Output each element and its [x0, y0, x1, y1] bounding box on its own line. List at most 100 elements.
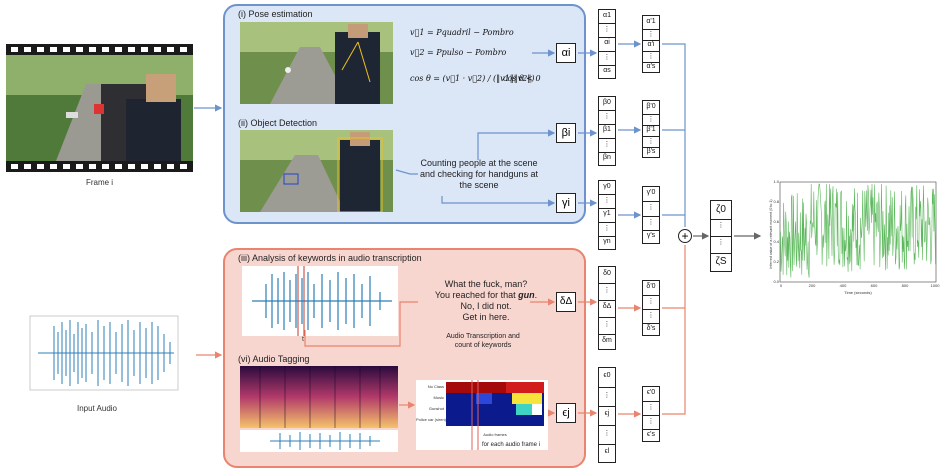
transcript-line-2-text: You reached for that: [434, 290, 516, 300]
gamma-cell-4: γn: [603, 238, 611, 245]
eps-p-cell-2: ⋮: [647, 418, 655, 425]
transcript-line-3: No, I did not.: [460, 301, 512, 311]
transcription-waveform-graphic: [252, 266, 392, 336]
output-ytick-5: 1.0: [773, 179, 779, 184]
alpha-cell-0: α1: [603, 12, 611, 19]
beta-cell-2: β1: [603, 126, 611, 133]
object-detection-title: (ii) Object Detection: [238, 118, 318, 128]
eps-cell-3: ⋮: [603, 430, 611, 437]
alpha-cell-1: ⋮: [603, 26, 611, 33]
cell-divider: [711, 236, 731, 237]
pose-equation-1: v⃗1 = Pquadril − Pombro: [410, 28, 514, 37]
cell-divider: [643, 29, 659, 30]
output-xtick-2: 400: [839, 283, 847, 288]
cell-divider: [599, 124, 615, 125]
cell-divider: [643, 201, 659, 202]
pose-title: (i) Pose estimation: [238, 9, 313, 19]
object-detection-text: Counting people at the scene and checkin…: [419, 158, 539, 190]
transcript: What the fuck, man? You reached for that…: [420, 279, 552, 323]
tag-row-3: Police car (siren): [416, 417, 447, 422]
cell-divider: [599, 110, 615, 111]
pose-equation-3: cos θ = (v⃗1 · v⃗2) / (‖v1‖‖v2‖): [410, 74, 535, 83]
gamma-vector: γ0 ⋮ γ1 ⋮ γn: [598, 180, 616, 250]
output-xtick-0: 0: [779, 283, 783, 288]
gamma-i-symbol: γi: [556, 193, 576, 213]
cell-divider: [599, 51, 615, 52]
zeta-cell-3: ζS: [715, 256, 727, 267]
epsilon-prime-vector: ϵ'0 ⋮ ⋮ ϵ's: [642, 386, 660, 442]
delta-p-cell-0: δ'0: [646, 283, 656, 290]
delta-p-cell-2: ⋮: [647, 312, 655, 319]
tagging-heatmap-graphic: [446, 380, 544, 450]
alpha-i-symbol: αi: [556, 43, 576, 63]
cell-divider: [599, 283, 615, 284]
cell-divider: [643, 295, 659, 296]
audio-tagging-title: (vi) Audio Tagging: [238, 354, 310, 364]
cell-divider: [599, 444, 615, 445]
sum-symbol: +: [681, 229, 689, 243]
alpha-cell-2: αi: [604, 39, 610, 46]
eps-cell-1: ⋮: [603, 392, 611, 399]
gamma-cell-2: γ1: [603, 210, 611, 217]
pose-frame-graphic: [240, 22, 393, 104]
tag-row-2: Gunshot: [428, 406, 444, 411]
transcription-waveform: [242, 266, 398, 336]
delta-p-cell-1: ⋮: [647, 298, 655, 305]
delta-symbol: δΔ: [556, 292, 576, 312]
beta-p-cell-1: ⋮: [647, 116, 655, 123]
cell-divider: [599, 208, 615, 209]
cell-divider: [599, 65, 615, 66]
gamma-cell-1: ⋮: [603, 197, 611, 204]
gamma-p-cell-1: ⋮: [647, 204, 655, 211]
cell-divider: [643, 415, 659, 416]
cell-divider: [599, 317, 615, 318]
gamma-cell-3: ⋮: [603, 225, 611, 232]
output-ytick-1: 0.2: [773, 259, 779, 264]
beta-vector: β0 ⋮ β1 ⋮ βn: [598, 96, 616, 166]
sum-node: +: [678, 229, 692, 243]
time-marker: t: [302, 336, 304, 343]
delta-cell-3: ⋮: [603, 321, 611, 328]
output-ytick-4: 0.8: [773, 199, 779, 204]
output-ytick-2: 0.4: [773, 239, 779, 244]
cell-divider: [643, 62, 659, 63]
tag-row-1: Music: [433, 395, 444, 400]
cell-divider: [643, 323, 659, 324]
alpha-p-cell-1: ⋮: [647, 31, 655, 38]
beta-prime-vector: β'0 ⋮ β'1 ⋮ β's: [642, 100, 660, 158]
tag-row-0: No Class: [427, 384, 444, 389]
cell-divider: [599, 425, 615, 426]
transcript-line-1: What the fuck, man?: [444, 279, 528, 289]
spectrogram-graphic: [240, 366, 398, 428]
object-frame-image: [240, 130, 393, 212]
gamma-p-cell-2: ⋮: [647, 219, 655, 226]
cell-divider: [643, 136, 659, 137]
eps-p-cell-0: ϵ'0: [646, 389, 656, 396]
tagging-waveform: [240, 430, 398, 452]
spectrogram: [240, 366, 398, 428]
cell-divider: [643, 125, 659, 126]
transcript-line-2: You reached for that gun.: [434, 290, 538, 300]
cell-divider: [599, 194, 615, 195]
cell-divider: [643, 230, 659, 231]
transcription-caption: Audio Transcription and count of keyword…: [446, 333, 520, 349]
delta-p-cell-3: δ's: [646, 325, 656, 332]
output-xtick-1: 200: [808, 283, 816, 288]
eps-cell-2: ϵj: [604, 410, 610, 417]
tagging-xlabel: Audio frames: [483, 432, 507, 437]
pose-frame-image: [240, 22, 393, 104]
alpha-vector: α1 ⋮ αi ⋮ αs: [598, 9, 616, 79]
alpha-cell-4: αs: [603, 67, 611, 74]
delta-cell-1: ⋮: [603, 287, 611, 294]
output-chart-graphic: [779, 181, 937, 283]
transcript-keyword: gun: [518, 290, 535, 300]
zeta-cell-1: ⋮: [717, 222, 725, 229]
output-xlabel: Time (seconds): [844, 290, 872, 295]
object-frame-graphic: [240, 130, 393, 212]
alpha-prime-vector: α'1 ⋮ α'i ⋮ α's: [642, 15, 660, 73]
cell-divider: [643, 429, 659, 430]
cell-divider: [711, 219, 731, 220]
alpha-p-cell-2: α'i: [647, 41, 655, 48]
cell-divider: [599, 222, 615, 223]
beta-cell-3: ⋮: [603, 141, 611, 148]
